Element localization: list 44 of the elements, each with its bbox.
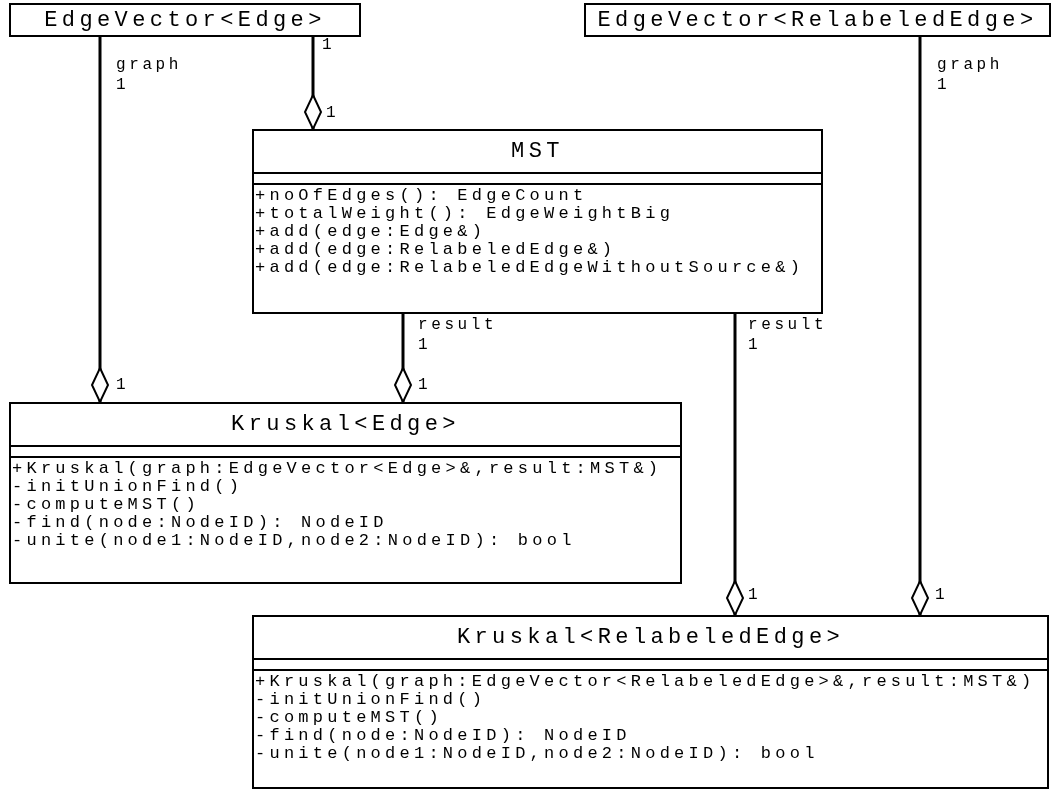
method-signature: -unite(node1:NodeID,node2:NodeID): bool [12,532,576,550]
edge-end-label: 1 [748,336,762,354]
method-signature: -computeMST() [12,496,200,514]
class-name: EdgeVector<Edge> [44,7,326,33]
method-signature: -find(node:NodeID): NodeID [12,514,388,532]
aggregation-line [911,37,929,616]
edge-end-label: result [748,316,828,334]
edge-end-label: 1 [116,376,130,394]
aggregation-line [91,37,109,403]
edge-end-label: 1 [116,76,130,94]
aggregation-line [394,314,412,403]
class-box [9,402,682,584]
method-signature: +Kruskal(graph:EdgeVector<Edge>&,result:MST&) [12,460,663,478]
method-signature: -initUnionFind() [255,691,487,709]
method-signature: +add(edge:RelabeledEdge&) [255,241,617,259]
class-name-box [584,3,1051,37]
edge-end-label: result [418,316,498,334]
method-signature: +add(edge:Edge&) [255,223,487,241]
method-signature: -unite(node1:NodeID,node2:NodeID): bool [255,745,819,763]
edge-end-label: 1 [935,586,949,604]
aggregation-line [726,314,744,616]
class-name-box [9,3,361,37]
class-name: EdgeVector<RelabeledEdge> [597,7,1038,33]
method-signature: -find(node:NodeID): NodeID [255,727,631,745]
edge-end-label: 1 [418,376,432,394]
aggregation-line [304,37,322,130]
class-box [252,615,1049,789]
method-signature: +noOfEdges(): EdgeCount [255,187,588,205]
method-signature: +Kruskal(graph:EdgeVector<RelabeledEdge>&,result:MST&) [255,673,1036,691]
edge-end-label: 1 [322,36,336,54]
edge-end-label: 1 [326,104,340,122]
class-box [252,129,823,314]
edge-end-label: 1 [748,586,762,604]
method-signature: -computeMST() [255,709,443,727]
edge-end-label: 1 [937,76,951,94]
edge-end-label: 1 [418,336,432,354]
method-signature: +add(edge:RelabeledEdgeWithoutSource&) [255,259,805,277]
class-name: Kruskal<Edge> [231,412,460,437]
method-signature: -initUnionFind() [12,478,244,496]
class-name: MST [511,139,564,164]
method-signature: +totalWeight(): EdgeWeightBig [255,205,675,223]
edge-end-label: graph [937,56,1003,74]
class-name: Kruskal<RelabeledEdge> [456,625,845,650]
edge-end-label: graph [116,56,182,74]
